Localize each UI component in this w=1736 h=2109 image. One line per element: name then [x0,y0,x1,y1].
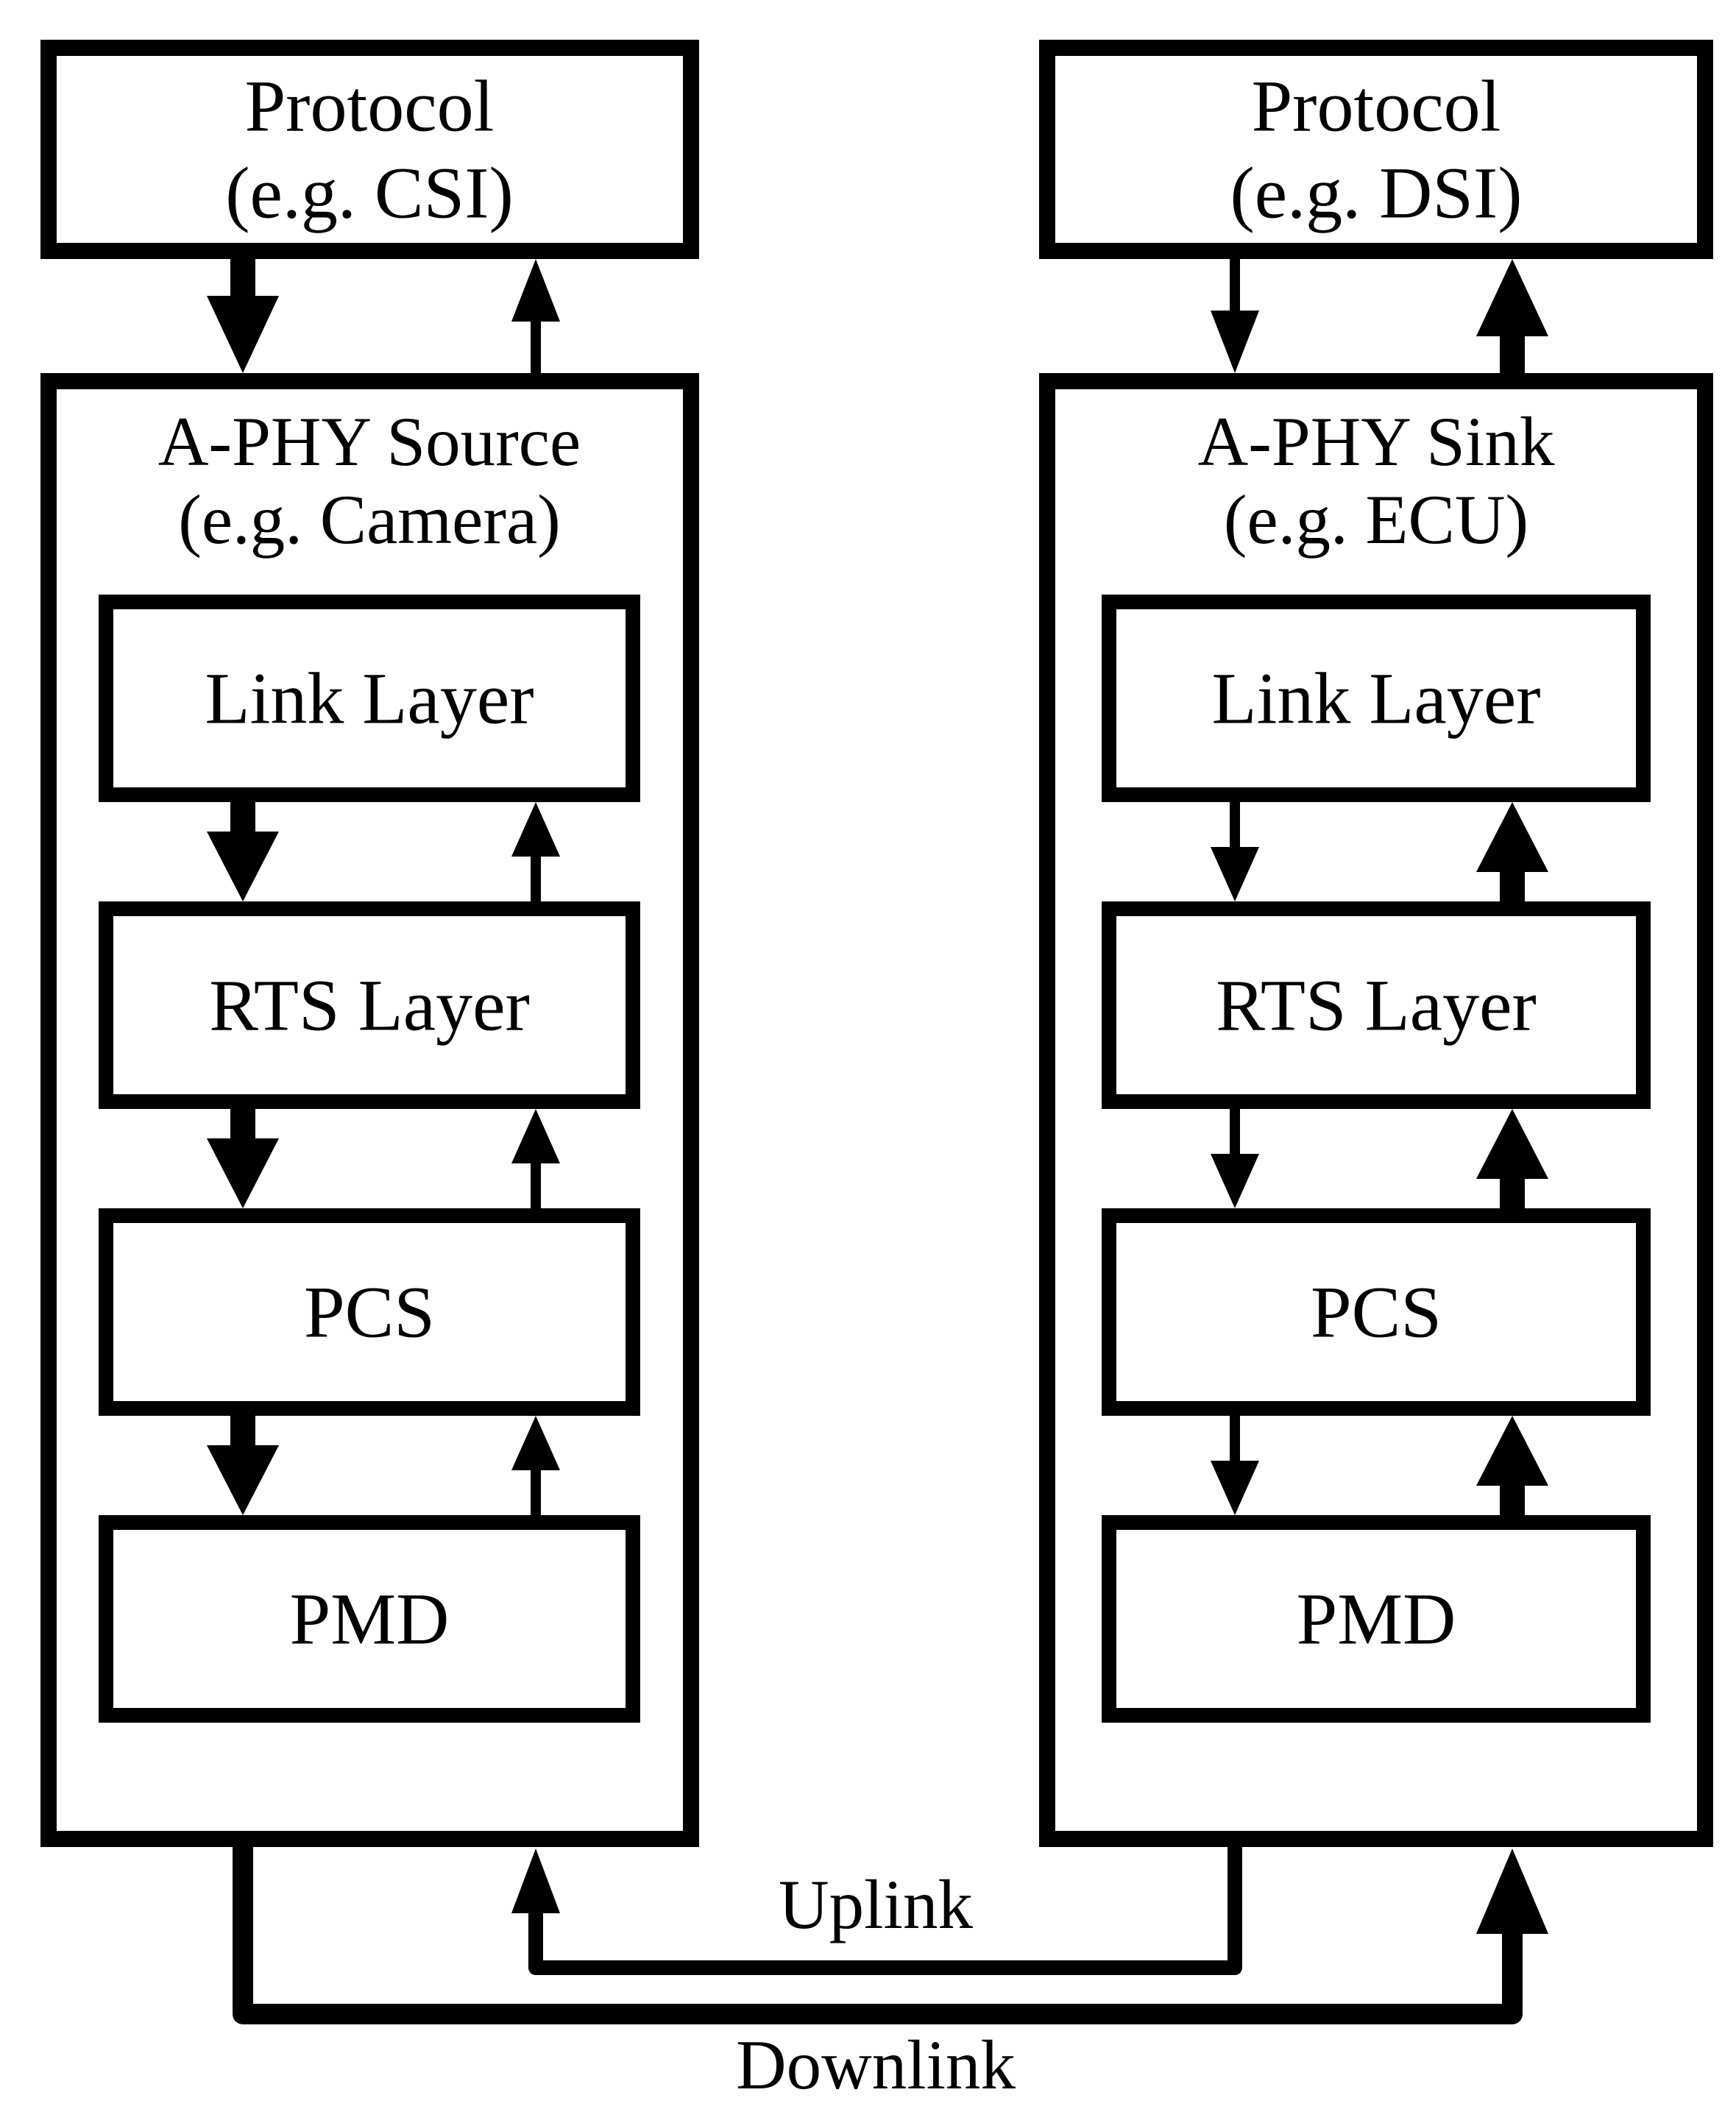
sink-link-to-rts-down-arrow [1211,802,1259,901]
source-layer-box-link [99,595,640,802]
source-pcs-to-rts-up-arrow [511,1109,560,1208]
source-phy-title-line1: A-PHY Source [158,403,581,481]
interconnect: Uplink Downlink [233,1840,1548,2104]
uplink-arrowhead [511,1849,560,1913]
sink-protocol-label-line2: (e.g. DSI) [1230,152,1522,234]
source-pmd-to-pcs-up-arrow [511,1416,560,1515]
sink-layer-label-pmd: PMD [1297,1578,1456,1660]
source-column: Protocol (e.g. CSI) A-PHY Source (e.g. C… [40,40,699,1847]
sink-rts-to-link-up-arrow [1476,802,1548,901]
sink-phy-title-line1: A-PHY Sink [1198,403,1555,481]
sink-layer-label-link: Link Layer [1211,658,1540,740]
downlink-arrowhead [1476,1849,1548,1934]
sink-layer-label-pcs: PCS [1311,1272,1442,1353]
source-protocol-label-line1: Protocol [245,65,495,147]
source-layer-box-rts [99,901,640,1109]
uplink-label: Uplink [779,1865,973,1943]
source-layer-label-pcs: PCS [304,1272,435,1353]
source-layer-box-pcs [99,1208,640,1416]
source-protocol-box [40,40,699,259]
source-rts-to-link-up-arrow [511,802,560,901]
source-layer-box-pmd [99,1515,640,1723]
source-layer-label-rts: RTS Layer [209,965,530,1046]
sink-layer-label-rts: RTS Layer [1216,965,1537,1046]
source-link-to-rts-down-arrow [207,802,279,901]
downlink-label: Downlink [736,2026,1016,2104]
sink-protocol-box [1039,40,1713,259]
source-pcs-to-pmd-down-arrow [207,1416,279,1515]
sink-protocol-to-phy-down-arrow [1211,259,1259,373]
sink-layer-box-pcs [1102,1208,1651,1416]
sink-phy-title-line2: (e.g. ECU) [1224,481,1528,559]
sink-column: Protocol (e.g. DSI) A-PHY Sink (e.g. ECU… [1039,40,1713,1847]
source-rts-to-pcs-down-arrow [207,1109,279,1208]
sink-pmd-to-pcs-up-arrow [1476,1416,1548,1515]
source-protocol-label-line2: (e.g. CSI) [225,152,514,234]
source-phy-title-line2: (e.g. Camera) [178,481,561,559]
source-phy-to-protocol-up-arrow [511,259,560,373]
sink-layer-box-rts [1102,901,1651,1109]
source-layer-label-pmd: PMD [290,1578,450,1660]
sink-phy-to-protocol-up-arrow [1476,259,1548,373]
sink-pcs-to-pmd-down-arrow [1211,1416,1259,1515]
sink-rts-to-pcs-down-arrow [1211,1109,1259,1208]
uplink-line [528,1840,1242,1975]
sink-protocol-label-line1: Protocol [1252,65,1501,147]
sink-layer-box-link [1102,595,1651,802]
source-layer-label-link: Link Layer [205,658,534,740]
downlink-line [233,1840,1523,2024]
source-protocol-to-phy-down-arrow [207,259,279,373]
sink-layer-box-pmd [1102,1515,1651,1723]
sink-pcs-to-rts-up-arrow [1476,1109,1548,1208]
